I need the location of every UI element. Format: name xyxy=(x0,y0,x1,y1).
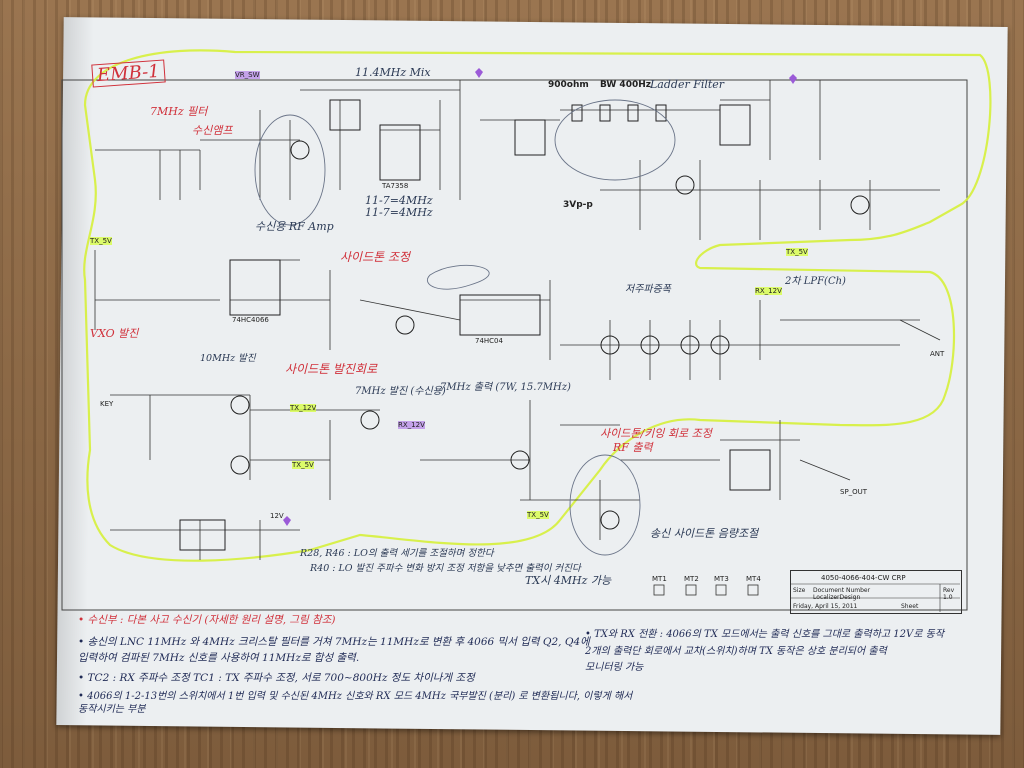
right-note: 모니터링 가능 xyxy=(585,662,644,673)
bottom-note: • 송신의 LNC 11MHz 와 4MHz 크리스탈 필터를 거쳐 7MHz는… xyxy=(78,636,590,648)
crystal-y3 xyxy=(627,104,639,122)
bottom-note: 입력하여 검파된 7MHz 신호를 사용하여 11MHz로 합성 출력. xyxy=(78,652,360,664)
title-block-doc: LocalizerDesign xyxy=(813,594,861,601)
note-tx: TX시 4MHz 가능 xyxy=(525,574,612,587)
ic-regulator xyxy=(179,519,226,551)
note-mix: 11.4MHz Mix xyxy=(355,66,431,79)
note-crystal-bw: BW 400Hz xyxy=(600,80,651,90)
title-block-size: Size xyxy=(793,587,806,594)
net-label: RX_12V xyxy=(398,421,425,429)
crystal-y2 xyxy=(599,104,611,122)
note-audio: 송신 사이드톤 음량조절 xyxy=(650,527,759,540)
label-ant: ANT xyxy=(930,350,945,358)
title-block-docnum: Document Number xyxy=(813,587,871,594)
label-mt3: MT3 xyxy=(714,575,729,583)
label-mt4: MT4 xyxy=(746,575,761,583)
note-rss2: R40 : LO 발진 주파수 변화 방지 조정 저항을 낮추면 출력이 커진다 xyxy=(310,563,581,574)
note-osc: 11-7=4MHz 11-7=4MHz xyxy=(365,194,433,219)
crystal-y1 xyxy=(571,104,583,122)
note-side-tone: 사이드톤 조정 xyxy=(340,250,411,264)
title-block-rev-val: 1.0 xyxy=(943,594,953,601)
ic-u1 xyxy=(719,104,751,146)
note-tx-amp: 7MHz 출력 (7W, 15.7MHz) xyxy=(440,382,571,393)
title-block-date: Friday, April 15, 2011 xyxy=(793,603,858,610)
right-note: 2개의 출력단 회로에서 교차(스위치)하며 TX 동작은 상호 분리되어 출력 xyxy=(585,646,887,657)
highlight-outline xyxy=(83,49,992,562)
note-vr: 10MHz 발진 xyxy=(200,353,256,364)
label-key: KEY xyxy=(100,400,114,408)
title-block-rev: Rev xyxy=(943,587,955,594)
label-u2: 74HC4066 xyxy=(232,316,269,324)
note-7mhz-filter: 7MHz 필터 xyxy=(150,105,208,118)
right-note: • TX와 RX 전환 : 4066의 TX 모드에서는 출력 신호를 그대로 … xyxy=(585,629,945,640)
ic-u2 xyxy=(229,259,281,316)
label-mt1: MT1 xyxy=(652,575,667,583)
bottom-note: • TC2 : RX 주파수 조정 TC1 : TX 주파수 조정, 서로 70… xyxy=(78,672,475,684)
label-pwr: 12V xyxy=(270,512,284,520)
note-ld: 7MHz 발진 (수신용) xyxy=(355,386,446,397)
title-block-sheet: Sheet xyxy=(901,603,919,610)
ic-u4 xyxy=(459,294,541,336)
label-u4: 74HC04 xyxy=(475,337,503,345)
ic-audio-amp xyxy=(729,449,771,491)
net-label: TX_5V xyxy=(786,248,808,256)
net-label: TX_12V xyxy=(290,404,317,412)
title-block: 4050-4066-404-CW CRP Size Document Numbe… xyxy=(790,570,962,614)
label-sp-out: SP_OUT xyxy=(840,488,868,496)
note-crystal-freq: 900ohm xyxy=(548,80,589,90)
transformer-t1 xyxy=(329,99,361,131)
bottom-note: • 4066의 1-2-13번의 스위치에서 1번 입력 및 수신된 4MHz … xyxy=(78,691,633,715)
note-rx-amp: 수신앰프 xyxy=(192,124,233,137)
note-vfo: 3Vp-p xyxy=(563,200,593,210)
transformer-t2 xyxy=(514,119,546,156)
note-ladder-filter: Ladder Filter xyxy=(650,78,725,91)
note-rf-out: RF 출력 xyxy=(613,441,653,454)
note-side-tone-ckt: 사이드톤 발진회로 xyxy=(285,362,378,376)
net-label: TX_5V xyxy=(90,237,112,245)
net-label: TX_5V xyxy=(527,511,549,519)
net-label: RX_12V xyxy=(755,287,782,295)
label-mixer-ic: TA7358 xyxy=(382,182,409,190)
label-mt2: MT2 xyxy=(684,575,699,583)
note-lpf-out: 2차 LPF(Ch) xyxy=(785,276,846,287)
crystal-y4 xyxy=(655,104,667,122)
note-pa: 저주파증폭 xyxy=(625,284,671,295)
net-label: TX_5V xyxy=(292,461,314,469)
bottom-note: • 수신부 : 다본 사고 수신기 (자세한 원리 설명, 그림 참조) xyxy=(78,614,336,626)
note-bpf: 사이드톤/키잉 회로 조정 xyxy=(600,427,712,440)
note-rf-amp: 수신용 RF Amp xyxy=(255,220,334,233)
title-block-title: 4050-4066-404-CW CRP xyxy=(821,574,906,582)
net-label: VR_SW xyxy=(235,71,260,79)
note-vxo: VXO 발진 xyxy=(90,327,139,340)
ic-mixer xyxy=(379,124,421,181)
note-rss: R28, R46 : LO의 출력 세기를 조절하며 정한다 xyxy=(300,548,494,559)
